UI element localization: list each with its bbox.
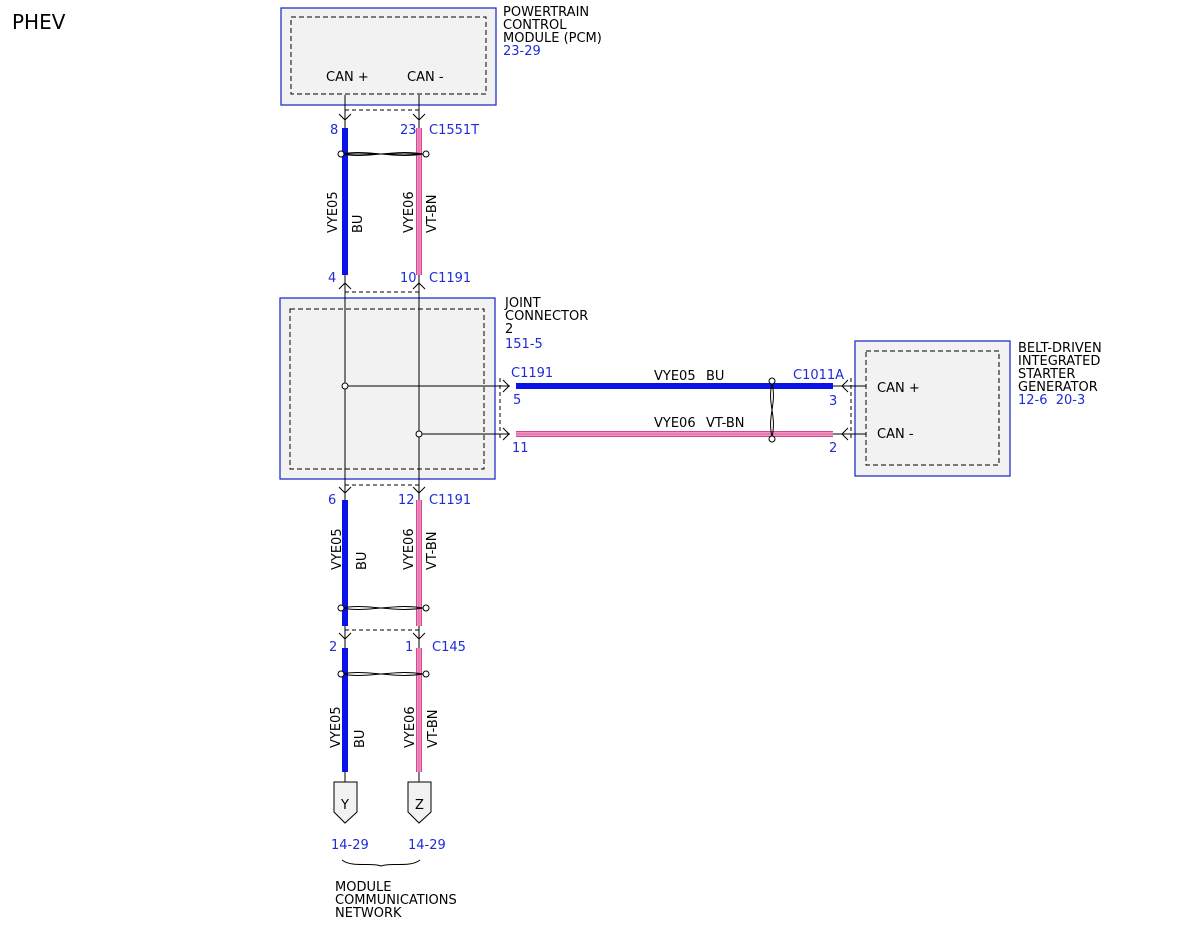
connector-c1011a[interactable]: C1011A 3 2 [793, 368, 844, 456]
bisg-label: BELT-DRIVEN INTEGRATED STARTER GENERATOR… [1018, 341, 1102, 408]
twisted-pair-icon [337, 604, 430, 612]
svg-text:C1551T: C1551T [429, 123, 479, 138]
svg-text:JOINT: JOINT [504, 296, 541, 311]
offpage-connector-y[interactable]: Y 14-29 [331, 781, 369, 853]
bisg-pin-can-minus: CAN - [877, 427, 914, 442]
svg-text:8: 8 [330, 123, 338, 138]
internal-lines [344, 95, 866, 648]
svg-text:VT-BN: VT-BN [426, 709, 441, 748]
svg-text:CONNECTOR: CONNECTOR [505, 309, 588, 324]
pcm-reference[interactable]: 23-29 [503, 44, 541, 59]
pcm-pin-can-plus: CAN + [326, 70, 369, 85]
svg-text:VT-BN: VT-BN [425, 194, 440, 233]
svg-text:NETWORK: NETWORK [335, 906, 402, 921]
svg-text:VYE06: VYE06 [402, 191, 417, 233]
bisg-pin-can-plus: CAN + [877, 381, 920, 396]
svg-text:5: 5 [513, 393, 521, 408]
connector-c1191-right[interactable]: C1191 5 11 [511, 366, 553, 456]
wire-segment-middle[interactable] [342, 500, 422, 626]
svg-text:CONTROL: CONTROL [503, 18, 567, 33]
svg-text:4: 4 [328, 271, 336, 286]
svg-text:C1191: C1191 [511, 366, 553, 381]
wire-labels-bottom: VYE05 BU VYE06 VT-BN [329, 706, 441, 748]
splice-dot-icon [341, 382, 349, 390]
connector-c1191-top[interactable]: 4 10 C1191 [328, 271, 471, 286]
svg-text:BU: BU [351, 215, 366, 233]
svg-text:INTEGRATED: INTEGRATED [1018, 354, 1100, 369]
svg-text:2: 2 [329, 640, 337, 655]
svg-text:BU: BU [353, 730, 368, 748]
svg-text:Y: Y [340, 798, 349, 813]
offpage-connector-icon [407, 781, 432, 824]
svg-text:STARTER: STARTER [1018, 367, 1075, 382]
page-title: PHEV [12, 10, 66, 34]
joint-connector-reference[interactable]: 151-5 [505, 337, 543, 352]
twisted-pair-icon [337, 670, 430, 678]
svg-text:C1191: C1191 [429, 271, 471, 286]
offpage-group-label: MODULE COMMUNICATIONS NETWORK [335, 880, 457, 921]
svg-text:BU: BU [706, 369, 724, 384]
svg-text:VYE05: VYE05 [654, 369, 696, 384]
svg-text:VYE05: VYE05 [329, 706, 344, 748]
svg-text:14-29: 14-29 [408, 838, 446, 853]
svg-text:1: 1 [405, 640, 413, 655]
svg-text:Z: Z [415, 798, 424, 813]
svg-text:11: 11 [512, 441, 529, 456]
svg-text:C1011A: C1011A [793, 368, 844, 383]
connector-arrow-icon [338, 113, 849, 640]
svg-text:VYE05: VYE05 [330, 528, 345, 570]
svg-text:VT-BN: VT-BN [425, 531, 440, 570]
svg-text:COMMUNICATIONS: COMMUNICATIONS [335, 893, 457, 908]
wire-labels-horizontal: VYE05 BU VYE06 VT-BN [654, 369, 745, 431]
joint-connector-label: JOINT CONNECTOR 2 151-5 [504, 296, 588, 352]
pcm-pin-can-minus: CAN - [407, 70, 444, 85]
pcm-label: POWERTRAIN CONTROL MODULE (PCM) 23-29 [503, 5, 602, 59]
connector-c145[interactable]: 2 1 C145 [329, 640, 466, 655]
svg-text:MODULE (PCM): MODULE (PCM) [503, 31, 602, 46]
svg-text:VT-BN: VT-BN [706, 416, 745, 431]
bisg-reference[interactable]: 12-6 20-3 [1018, 393, 1085, 408]
connector-c1191-bottom[interactable]: 6 12 C1191 [328, 493, 471, 508]
svg-text:VYE06: VYE06 [654, 416, 696, 431]
svg-text:POWERTRAIN: POWERTRAIN [503, 5, 589, 20]
connector-shells [345, 109, 852, 631]
svg-text:6: 6 [328, 493, 336, 508]
svg-text:C1191: C1191 [429, 493, 471, 508]
offpage-connector-icon [333, 781, 358, 824]
svg-text:2: 2 [505, 322, 513, 337]
svg-text:BU: BU [355, 552, 370, 570]
svg-text:14-29: 14-29 [331, 838, 369, 853]
wire-segment-top[interactable] [342, 128, 422, 275]
svg-text:MODULE: MODULE [335, 880, 391, 895]
svg-text:3: 3 [829, 394, 837, 409]
wire-labels-middle: VYE05 BU VYE06 VT-BN [330, 528, 440, 570]
bisg-module[interactable]: CAN + CAN - [854, 340, 1011, 477]
pcm-module[interactable]: CAN + CAN - [280, 7, 497, 106]
svg-text:VYE06: VYE06 [402, 528, 417, 570]
connector-c1551t[interactable]: 8 23 C1551T [330, 123, 479, 138]
splice-dot-icon [415, 430, 423, 438]
wire-segment-bottom[interactable] [342, 648, 422, 782]
twisted-pair-icon [768, 377, 776, 443]
svg-text:23: 23 [400, 123, 417, 138]
svg-text:12: 12 [398, 493, 415, 508]
svg-text:BELT-DRIVEN: BELT-DRIVEN [1018, 341, 1102, 356]
twisted-pair-icon [337, 150, 430, 158]
brace-icon [341, 859, 421, 867]
svg-text:VYE05: VYE05 [326, 191, 341, 233]
svg-text:2: 2 [829, 441, 837, 456]
svg-text:10: 10 [400, 271, 417, 286]
svg-text:VYE06: VYE06 [403, 706, 418, 748]
offpage-connector-z[interactable]: Z 14-29 [407, 781, 446, 853]
wire-labels-top: VYE05 BU VYE06 VT-BN [326, 191, 440, 233]
svg-text:GENERATOR: GENERATOR [1018, 380, 1098, 395]
svg-text:C145: C145 [432, 640, 466, 655]
wire-segment-horizontal[interactable] [516, 383, 833, 437]
joint-connector-module[interactable] [279, 297, 496, 480]
